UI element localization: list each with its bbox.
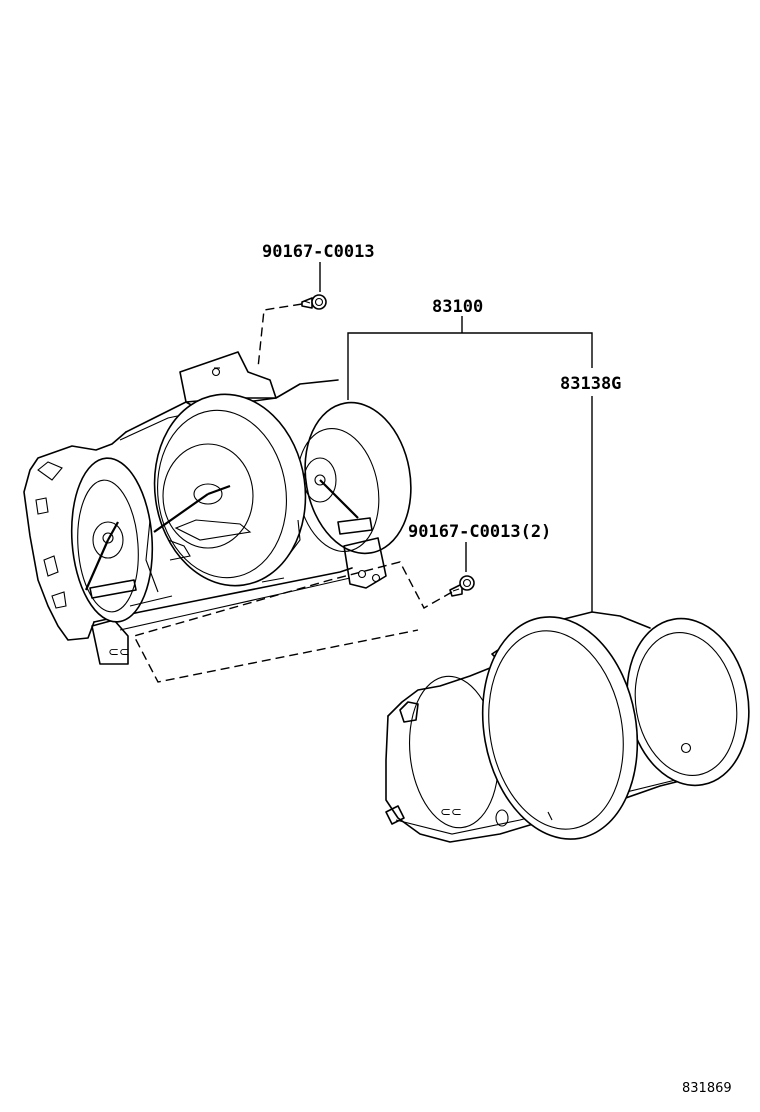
screw-bottom-icon bbox=[449, 575, 475, 597]
tab-mark-left: ⊂⊂ bbox=[108, 645, 130, 660]
screw-top-icon bbox=[301, 294, 327, 310]
dashed-assembly-paths bbox=[132, 303, 453, 683]
label-screw-top: 90167-C0013 bbox=[262, 242, 375, 262]
leader-lines bbox=[319, 262, 593, 612]
combination-meter-assembly: ⊂⊂ bbox=[23, 351, 412, 665]
lens-mark: ⊂⊂ bbox=[440, 805, 462, 820]
label-meter-glass: 83138G bbox=[560, 374, 621, 394]
meter-glass-lens: ⊂⊂ bbox=[385, 611, 750, 843]
illustration-ref: 831869 bbox=[682, 1081, 732, 1096]
label-meter-assembly: 83100 bbox=[432, 297, 483, 317]
label-screw-bottom: 90167-C0013(2) bbox=[408, 522, 551, 542]
